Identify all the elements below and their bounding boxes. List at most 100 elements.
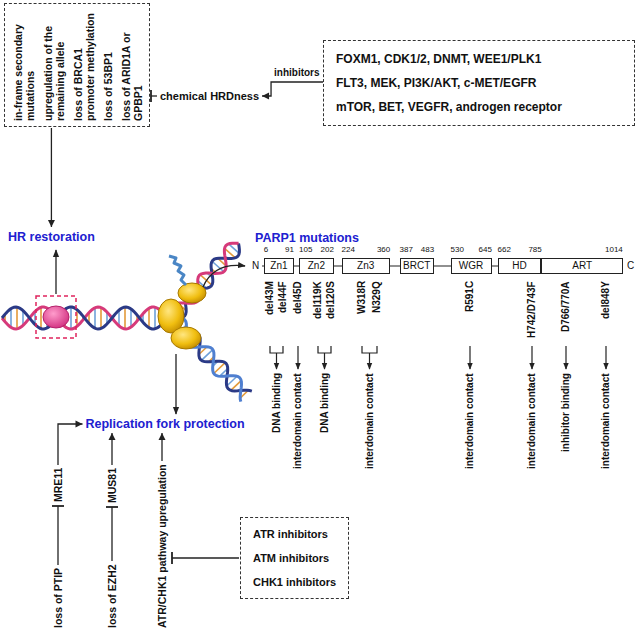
- residue-number: 662: [498, 244, 511, 256]
- inhibition-bar: [150, 90, 152, 102]
- residue-number: 530: [451, 244, 464, 256]
- node-text: chemical HRDness: [160, 90, 259, 102]
- residue-number: 645: [479, 244, 492, 256]
- arrow-head: [159, 433, 166, 440]
- mutation-label: del45D: [292, 281, 304, 314]
- inhibition-bar: [52, 505, 64, 507]
- residue-number: 1014: [605, 244, 623, 256]
- node-text: Replication fork protection: [86, 417, 245, 431]
- pointer-arrow: [203, 265, 245, 287]
- residue-number: 91: [285, 244, 294, 256]
- connector-group: [159, 433, 166, 461]
- base-pair: [100, 308, 102, 329]
- node-text: HR restoration: [8, 230, 95, 244]
- connector-group: [106, 507, 118, 561]
- function-label: interdomain contact: [464, 373, 476, 469]
- arrow-connector: [58, 424, 83, 465]
- inhibition-connector: [111, 507, 112, 561]
- node-text: ATM inhibitors: [253, 546, 336, 570]
- function-label: DNA binding: [319, 373, 331, 433]
- mutation-label: del848Y: [600, 281, 612, 319]
- section-heading: Replication fork protection: [86, 417, 245, 431]
- mutation-label: del44F: [277, 281, 289, 313]
- base-pair: [70, 307, 72, 329]
- mutation-label: N329Q: [371, 281, 383, 313]
- leader-arrow: [369, 353, 370, 369]
- leader-arrow: [531, 346, 532, 369]
- node-text: upregulation of the remaining allele: [42, 11, 66, 121]
- arrow-head: [109, 433, 116, 440]
- leader-arrow: [297, 346, 298, 369]
- inhibition-bar: [171, 552, 173, 564]
- inhibition-connector: [57, 506, 58, 565]
- bracket: [362, 346, 377, 353]
- node-text: Zn2: [308, 260, 325, 272]
- bracket: [318, 346, 331, 353]
- mutation-label: del120S: [325, 281, 337, 319]
- mutation-label: W318R: [356, 281, 368, 314]
- parp1-protein: [171, 327, 201, 349]
- base-pair: [148, 308, 150, 327]
- hr-protein: [43, 306, 69, 328]
- node-text: MRE11: [52, 468, 64, 502]
- connector-group: [48, 128, 55, 227]
- connector-group: [109, 433, 116, 465]
- function-label: interdomain contact: [292, 373, 304, 469]
- leader-arrow: [324, 353, 325, 369]
- residue-number: 785: [528, 244, 541, 256]
- terminus-label: C: [627, 260, 634, 272]
- domain-box: BRCT: [400, 258, 434, 274]
- residue-number: 202: [321, 244, 334, 256]
- function-label: interdomain contact: [600, 373, 612, 469]
- mutation-label: del119K: [312, 281, 324, 319]
- node-text: ATR/CHK1 pathway upregulation: [156, 464, 168, 628]
- domain-box: ART: [541, 258, 623, 274]
- function-label: interdomain contact: [526, 373, 538, 469]
- arrow-connector: [262, 82, 323, 96]
- inhibitor-box: ATR inhibitorsATM inhibitorsCHK1 inhibit…: [240, 517, 349, 599]
- connector-group: [172, 552, 239, 564]
- node-text: MUS81: [106, 468, 118, 503]
- node-text: CHK1 inhibitors: [253, 570, 336, 594]
- node-text: FOXM1, CDK1/2, DNMT, WEE1/PLK1: [336, 47, 622, 71]
- node-text: FLT3, MEK, PI3K/AKT, c-MET/EGFR: [336, 71, 622, 95]
- domain-box: Zn1: [264, 258, 294, 274]
- node-text: loss of BRCA1 promoter methylation: [72, 11, 96, 121]
- dna-helix: [2, 243, 252, 401]
- node-text: WGR: [459, 260, 483, 272]
- mutation-leaders: [270, 346, 606, 369]
- arrow-head: [48, 220, 55, 227]
- residue-number: 483: [421, 244, 434, 256]
- arrow-connector: [51, 128, 52, 227]
- resistance-box: in-frame secondary mutationsupregulation…: [4, 3, 150, 127]
- node-text: loss of ARID1A or GPBP1: [120, 11, 144, 121]
- parp1-protein: [178, 283, 206, 303]
- connector-group: [52, 506, 64, 565]
- arrow-head: [76, 421, 83, 428]
- base-pair: [10, 309, 12, 328]
- edge-label: inhibitors: [272, 67, 322, 79]
- pointer-arrow: [175, 354, 176, 414]
- protein-label: MUS81: [106, 468, 118, 503]
- inhibition-connector: [172, 557, 239, 558]
- connector-group: [262, 82, 323, 100]
- node-text: loss of PTIP: [52, 568, 64, 628]
- mutation-label: R591C: [464, 281, 476, 312]
- leader-arrow: [276, 353, 277, 369]
- mechanism-label: ATR/CHK1 pathway upregulation: [156, 464, 168, 628]
- protein-label: MRE11: [52, 468, 64, 502]
- leader-arrow: [469, 346, 470, 369]
- node-text: mTOR, BET, VEGFR, androgen receptor: [336, 95, 622, 119]
- domain-box: Zn2: [299, 258, 334, 274]
- mutation-label: D766/770A: [560, 281, 572, 332]
- function-label: DNA binding: [271, 373, 283, 433]
- node-text: loss of 53BP1: [102, 52, 114, 121]
- node-text: HD: [512, 260, 526, 272]
- arrow-head: [262, 93, 269, 100]
- mechanism-label: loss of PTIP: [52, 568, 64, 628]
- residue-number: 360: [377, 244, 390, 256]
- node-text: in-frame secondary mutations: [12, 11, 36, 121]
- base-pair: [94, 308, 96, 329]
- residue-number: 387: [400, 244, 413, 256]
